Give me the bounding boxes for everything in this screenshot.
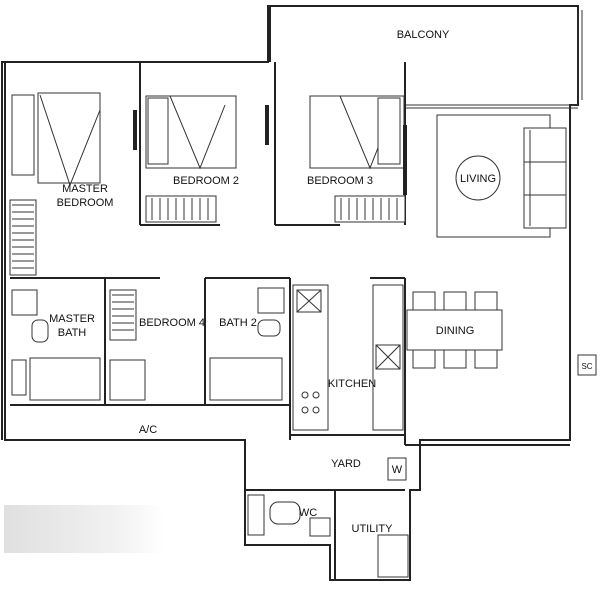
- label-master-bath-line1: MASTER: [49, 313, 95, 325]
- label-living: LIVING: [460, 173, 496, 185]
- kitchen-counters: [292, 284, 404, 431]
- bathroom-fixtures: [11, 287, 409, 578]
- label-bedroom2: BEDROOM 2: [173, 175, 239, 187]
- label-ac: A/C: [139, 424, 157, 436]
- sc-box: [577, 354, 597, 376]
- label-master-bedroom-line2: BEDROOM: [57, 197, 114, 209]
- dining-table: [406, 291, 503, 369]
- label-sc: SC: [581, 362, 592, 371]
- balcony-railing: [405, 10, 583, 109]
- door-swings: [133, 105, 407, 195]
- label-bath2: BATH 2: [219, 317, 257, 329]
- label-master-bedroom-line1: MASTER: [62, 183, 108, 195]
- w-box: [387, 457, 407, 481]
- label-utility: UTILITY: [352, 523, 394, 535]
- wardrobes: [9, 195, 406, 341]
- beds: [11, 92, 405, 187]
- label-w: W: [392, 464, 403, 476]
- living-furniture: [436, 114, 567, 238]
- label-dining: DINING: [436, 325, 475, 337]
- label-yard: YARD: [331, 458, 361, 470]
- label-master-bath-line2: BATH: [58, 327, 87, 339]
- room-labels: BALCONY MASTER BEDROOM BEDROOM 2 BEDROOM…: [49, 29, 597, 535]
- interior-walls: [10, 62, 570, 580]
- label-bedroom3: BEDROOM 3: [307, 175, 373, 187]
- label-kitchen: KITCHEN: [328, 378, 376, 390]
- label-bedroom4: BEDROOM 4: [139, 317, 205, 329]
- blurred-note: [4, 505, 164, 553]
- label-wc: WC: [299, 507, 317, 519]
- label-balcony: BALCONY: [397, 29, 450, 41]
